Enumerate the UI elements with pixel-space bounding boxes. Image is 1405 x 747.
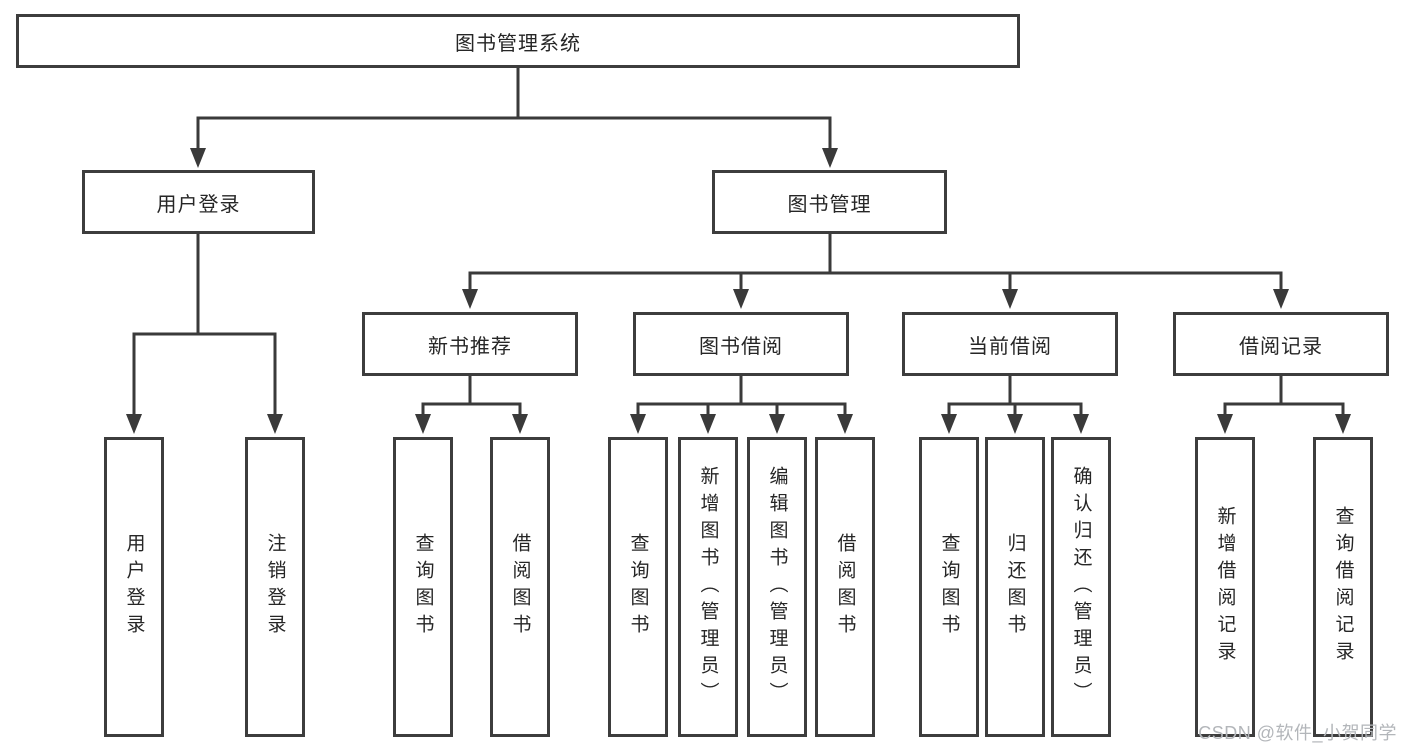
leaf-label: 新增图书（管理员） xyxy=(697,465,719,709)
arrow-down-icon xyxy=(1335,414,1351,434)
node-book-borrow: 图书借阅 xyxy=(633,312,849,376)
leaf-label: 查询图书 xyxy=(627,533,649,641)
arrow-down-icon xyxy=(512,414,528,434)
arrow-down-icon xyxy=(630,414,646,434)
leaf-label: 确认归还（管理员） xyxy=(1070,465,1092,709)
leaf-logout-login: 注销登录 xyxy=(245,437,305,737)
node-borrow-record: 借阅记录 xyxy=(1173,312,1389,376)
arrow-down-icon xyxy=(700,414,716,434)
node-new-book-recommend: 新书推荐 xyxy=(362,312,578,376)
leaf-label: 新增借阅记录 xyxy=(1214,506,1236,668)
arrow-down-icon xyxy=(1073,414,1089,434)
arrow-down-icon xyxy=(733,289,749,309)
leaf-query-book-recommend: 查询图书 xyxy=(393,437,453,737)
leaf-label: 归还图书 xyxy=(1004,533,1026,641)
leaf-query-borrow-record: 查询借阅记录 xyxy=(1313,437,1373,737)
arrow-down-icon xyxy=(769,414,785,434)
arrow-down-icon xyxy=(1007,414,1023,434)
leaf-label: 查询借阅记录 xyxy=(1332,506,1354,668)
leaf-label: 用户登录 xyxy=(123,533,145,641)
leaf-add-book-admin: 新增图书（管理员） xyxy=(678,437,738,737)
leaf-confirm-return-admin: 确认归还（管理员） xyxy=(1051,437,1111,737)
arrow-down-icon xyxy=(1002,289,1018,309)
arrow-down-icon xyxy=(415,414,431,434)
leaf-edit-book-admin: 编辑图书（管理员） xyxy=(747,437,807,737)
leaf-label: 借阅图书 xyxy=(834,533,856,641)
csdn-watermark: CSDN @软件_小贺同学 xyxy=(1198,723,1397,743)
arrow-down-icon xyxy=(1273,289,1289,309)
leaf-label: 借阅图书 xyxy=(509,533,531,641)
leaf-borrow-book: 借阅图书 xyxy=(815,437,875,737)
arrow-down-icon xyxy=(822,148,838,168)
leaf-label: 查询图书 xyxy=(412,533,434,641)
leaf-query-book-borrow: 查询图书 xyxy=(608,437,668,737)
leaf-return-book: 归还图书 xyxy=(985,437,1045,737)
node-user-login: 用户登录 xyxy=(82,170,315,234)
leaf-user-login: 用户登录 xyxy=(104,437,164,737)
leaf-query-book-current: 查询图书 xyxy=(919,437,979,737)
leaf-add-borrow-record: 新增借阅记录 xyxy=(1195,437,1255,737)
leaf-label: 查询图书 xyxy=(938,533,960,641)
arrow-down-icon xyxy=(837,414,853,434)
arrow-down-icon xyxy=(126,414,142,434)
node-library-management-system: 图书管理系统 xyxy=(16,14,1020,68)
leaf-label: 编辑图书（管理员） xyxy=(766,465,788,709)
leaf-label: 注销登录 xyxy=(264,533,286,641)
leaf-borrow-book-recommend: 借阅图书 xyxy=(490,437,550,737)
arrow-down-icon xyxy=(190,148,206,168)
arrow-down-icon xyxy=(941,414,957,434)
arrow-down-icon xyxy=(1217,414,1233,434)
arrow-down-icon xyxy=(462,289,478,309)
node-book-management: 图书管理 xyxy=(712,170,947,234)
node-current-borrow: 当前借阅 xyxy=(902,312,1118,376)
arrow-down-icon xyxy=(267,414,283,434)
